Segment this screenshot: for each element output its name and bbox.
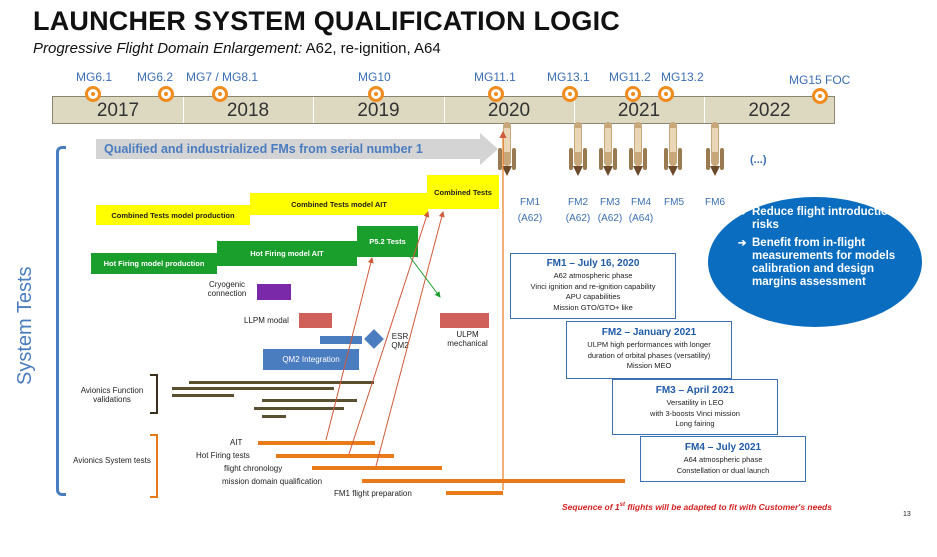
arrow: [375, 211, 445, 467]
system-tests-brace: [56, 146, 66, 496]
milestone-marker: [562, 86, 578, 102]
fm1-preparation-bar: [446, 491, 503, 495]
milestone-label: MG13.1: [547, 70, 590, 84]
milestone-label: MG13.2: [661, 70, 704, 84]
fm-label: FM5: [664, 197, 684, 208]
fm-label: FM4(A64): [628, 197, 654, 224]
hot-firing-production-box: Hot Firing model production: [91, 253, 217, 274]
esr-label: ESR QM2: [391, 332, 409, 350]
avionics-function-bar: [254, 407, 344, 410]
milestone-label: MG15 FOC: [789, 73, 851, 87]
milestone-marker: [812, 88, 828, 104]
milestone-marker: [488, 86, 504, 102]
avionics-function-brace: [150, 374, 158, 414]
milestone-label: MG11.2: [609, 70, 651, 84]
page-subtitle: Progressive Flight Domain Enlargement: A…: [33, 40, 441, 57]
fm-label: FM2(A62): [565, 197, 591, 224]
avionics-function-bar: [189, 381, 374, 384]
flight-chronology-label: flight chronology: [224, 464, 283, 473]
flight-info-box: FM2 – January 2021 ULPM high performance…: [566, 321, 732, 379]
arrow: [325, 257, 374, 441]
more-flights-ellipsis: (...): [750, 154, 767, 166]
year-cell: 2021: [574, 97, 705, 123]
milestone-marker: [625, 86, 641, 102]
avionics-system-brace: [150, 434, 158, 498]
year-cell: 2020: [444, 97, 575, 123]
year-cell: 2018: [183, 97, 314, 123]
subtitle-rest: A62, re-ignition, A64: [302, 40, 441, 57]
year-cell: 2019: [313, 97, 445, 123]
serial-banner: Qualified and industrialized FMs from se…: [96, 139, 480, 159]
p52-tests-box: P5.2 Tests: [357, 226, 418, 257]
mission-domain-label: mission domain qualification: [222, 477, 323, 486]
ulpm-bar: [440, 313, 489, 328]
combined-production-box: Combined Tests model production: [96, 205, 250, 225]
ait-bar: [258, 441, 375, 445]
fm-label: FM6: [705, 197, 725, 208]
fm1-preparation-label: FM1 flight preparation: [334, 489, 412, 498]
combined-tests-box: Combined Tests: [427, 175, 499, 209]
cryogenic-bar: [257, 284, 291, 300]
arrow: [348, 211, 430, 455]
footer-note: Sequence of 1st flights will be adapted …: [562, 502, 832, 512]
qm2-integration-box: QM2 Integration: [263, 349, 359, 370]
subtitle-italic: Progressive Flight Domain Enlargement:: [33, 40, 303, 57]
benefit-item: Reduce flight introduction risks: [738, 206, 898, 232]
fm-label: FM3(A62): [597, 197, 623, 224]
milestone-label: MG11.1: [474, 70, 516, 84]
milestone-label: MG10: [358, 70, 391, 84]
avionics-function-bar: [172, 387, 334, 390]
avionics-function-bar: [262, 415, 286, 418]
milestone-marker: [158, 86, 174, 102]
mission-domain-bar: [362, 479, 625, 483]
hot-firing-tests-label: Hot Firing tests: [196, 451, 250, 460]
llpm-label: LLPM modal: [244, 316, 289, 325]
ait-label: AIT: [230, 438, 243, 447]
page-number: 13: [903, 511, 911, 518]
benefits-ellipse: Reduce flight introduction risks Benefit…: [708, 197, 922, 327]
hot-firing-tests-bar: [276, 454, 394, 458]
page-title: LAUNCHER SYSTEM QUALIFICATION LOGIC: [33, 6, 620, 36]
milestone-marker: [658, 86, 674, 102]
benefit-item: Benefit from in-flight measurements for …: [738, 237, 898, 289]
banner-arrowhead: [480, 133, 498, 165]
combined-ait-box: Combined Tests model AIT: [250, 193, 428, 215]
avionics-system-label: Avionics System tests: [73, 456, 151, 465]
milestone-marker: [212, 86, 228, 102]
milestone-label: MG7 / MG8.1: [186, 70, 259, 84]
flight-info-box: FM1 – July 16, 2020 A62 atmospheric phas…: [510, 253, 676, 319]
ulpm-label: ULPM mechanical: [447, 330, 488, 348]
cryogenic-label: Cryogenic connection: [207, 280, 247, 298]
milestone-marker: [85, 86, 101, 102]
milestone-label: MG6.2: [137, 70, 174, 84]
avionics-function-bar: [172, 394, 234, 397]
year-cell: 2022: [748, 100, 791, 121]
fm-label: FM1(A62): [517, 197, 543, 224]
milestone-marker: [368, 86, 384, 102]
flight-chronology-bar: [312, 466, 442, 470]
timeline-bar: 2017 2018 2019 2020 2021 2022: [52, 96, 835, 124]
year-cell: 2017: [53, 97, 184, 123]
llpm-bar: [299, 313, 332, 328]
esr-bar: [320, 336, 362, 344]
avionics-function-label: Avionics Function validations: [80, 386, 144, 404]
avionics-function-bar: [262, 399, 357, 402]
milestone-label: MG6.1: [76, 70, 113, 84]
arrow: [409, 256, 441, 298]
hot-firing-ait-box: Hot Firing model AIT: [217, 241, 357, 266]
